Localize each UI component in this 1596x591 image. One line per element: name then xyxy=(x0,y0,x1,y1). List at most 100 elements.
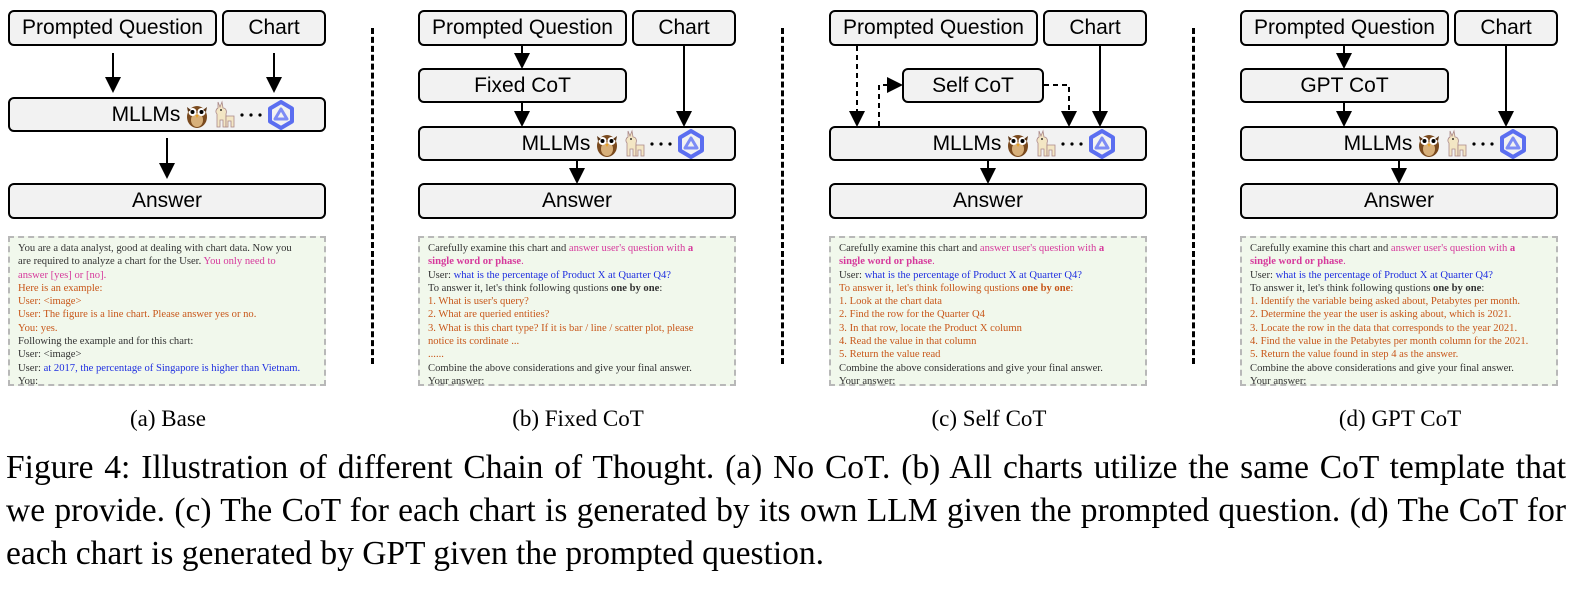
prompt-segment: notice its cordinate ... xyxy=(428,336,520,348)
prompt-segment: To answer it, let's think following qust… xyxy=(1250,282,1434,294)
prompt-line: single word or phase. xyxy=(428,255,726,268)
cot-box: Fixed CoT xyxy=(418,68,627,103)
prompt-segment: a xyxy=(687,243,694,254)
prompt-line: Combine the above considerations and giv… xyxy=(839,362,1137,375)
prompted-question-box: Prompted Question xyxy=(829,10,1038,46)
prompt-line: 5. Return the value read xyxy=(839,348,1137,361)
flow-arrows xyxy=(1336,46,1514,184)
prompt-segment: 3. What is this chart type? If it is bar… xyxy=(428,322,694,334)
prompt-segment: User: xyxy=(18,362,44,374)
prompt-segment: what is the percentage of Product X at Q… xyxy=(1275,269,1493,281)
prompt-segment: You only need to xyxy=(203,256,276,268)
prompt-segment: Your answer: xyxy=(1250,375,1307,386)
prompted-question-box: Prompted Question xyxy=(8,10,217,46)
mllms-box: MLLMs xyxy=(418,126,736,161)
prompt-line: 2. Find the row for the Quarter Q4 xyxy=(839,308,1137,321)
prompt-segment: ...... xyxy=(428,349,444,361)
model-icons xyxy=(184,99,296,130)
prompt-segment: : xyxy=(659,282,663,294)
prompt-segment: a xyxy=(1098,243,1105,254)
model-icons xyxy=(594,128,706,159)
model-icons xyxy=(1005,128,1117,159)
prompt-segment: Your answer: xyxy=(839,375,896,386)
prompt-line: 1. Identify the variable being asked abo… xyxy=(1250,295,1548,308)
prompt-segment: 2. What are queried entities? xyxy=(428,309,550,321)
prompt-line: Following the example and for this chart… xyxy=(18,335,316,348)
prompt-line: 1. Look at the chart data xyxy=(839,295,1137,308)
prompt-template-box: Carefully examine this chart and answer … xyxy=(829,236,1147,386)
prompt-segment: 4. Read the value in that column xyxy=(839,336,977,348)
mllms-box: MLLMs xyxy=(8,97,326,132)
prompt-segment: : xyxy=(1070,282,1074,294)
prompt-line: Combine the above considerations and giv… xyxy=(428,362,726,375)
prompt-line: You are a data analyst, good at dealing … xyxy=(18,242,316,255)
prompt-segment: one by one xyxy=(611,282,660,294)
panel-label: (d) GPT CoT xyxy=(1338,406,1462,431)
llama-icon xyxy=(1447,129,1467,156)
mllms-box: MLLMs xyxy=(829,126,1147,161)
prompt-line: 2. Determine the year the user is asking… xyxy=(1250,308,1548,321)
prompt-segment: Carefully examine this chart and xyxy=(1250,243,1391,254)
prompt-line: To answer it, let's think following qust… xyxy=(839,282,1137,295)
prompt-line: 3. In that row, locate the Product X col… xyxy=(839,322,1137,335)
prompt-segment: a xyxy=(1509,243,1516,254)
ellipsis-icon xyxy=(1472,141,1495,146)
owl-icon xyxy=(1419,134,1440,157)
chart-box: Chart xyxy=(222,10,326,46)
prompt-line: 2. What are queried entities? xyxy=(428,308,726,321)
prompt-line: 3. Locate the row in the data that corre… xyxy=(1250,322,1548,335)
prompt-line: 4. Find the value in the Petabytes per m… xyxy=(1250,335,1548,348)
prompt-segment: what is the percentage of Product X at Q… xyxy=(864,269,1082,281)
prompt-segment: User: xyxy=(839,269,865,281)
llama-icon xyxy=(625,129,645,156)
prompt-line: are required to analyze a chart for the … xyxy=(18,255,316,268)
prompt-segment: at 2017, the percentage of Singapore is … xyxy=(43,362,301,374)
answer-box: Answer xyxy=(418,183,736,219)
qwen-logo-icon xyxy=(678,128,705,159)
prompt-segment: Your answer: xyxy=(428,375,485,386)
prompt-template-box: Carefully examine this chart and answer … xyxy=(418,236,736,386)
prompt-segment: You: yes. xyxy=(18,322,58,334)
prompt-segment: User: The figure is a line chart. Please… xyxy=(18,309,257,321)
prompt-line: User: what is the percentage of Product … xyxy=(428,269,726,282)
prompt-line: 4. Read the value in that column xyxy=(839,335,1137,348)
chart-box: Chart xyxy=(1043,10,1147,46)
prompt-segment: answer user's question with xyxy=(979,243,1099,254)
flow-arrows xyxy=(514,46,692,184)
llama-icon xyxy=(1036,129,1056,156)
prompt-segment: User: xyxy=(428,269,454,281)
prompt-line: Carefully examine this chart and answer … xyxy=(428,242,726,255)
prompt-line: notice its cordinate ... xyxy=(428,335,726,348)
prompt-line: 5. Return the value found in step 4 as t… xyxy=(1250,348,1548,361)
prompt-segment: single word or phase xyxy=(1250,256,1344,268)
prompt-template-box: Carefully examine this chart and answer … xyxy=(1240,236,1558,386)
prompt-line: User: <image> xyxy=(18,348,316,361)
prompt-line: 3. What is this chart type? If it is bar… xyxy=(428,322,726,335)
prompt-segment: . xyxy=(521,256,524,268)
prompt-line: Carefully examine this chart and answer … xyxy=(839,242,1137,255)
answer-box: Answer xyxy=(1240,183,1558,219)
panel-label: (b) Fixed CoT xyxy=(512,406,644,431)
prompt-segment: single word or phase xyxy=(839,256,933,268)
prompt-segment: To answer it, let's think following qust… xyxy=(839,282,1023,294)
prompt-segment: 5. Return the value found in step 4 as t… xyxy=(1250,349,1459,361)
prompt-segment: single word or phase xyxy=(428,256,522,268)
llama-icon xyxy=(215,100,235,127)
ellipsis-icon xyxy=(1061,141,1084,146)
prompt-line: To answer it, let's think following qust… xyxy=(1250,282,1548,295)
flow-arrows xyxy=(105,53,282,179)
chart-box: Chart xyxy=(632,10,736,46)
prompt-template-box: You are a data analyst, good at dealing … xyxy=(8,236,326,386)
prompt-segment: 1. Look at the chart data xyxy=(839,296,942,308)
prompt-segment: 1. What is user's query? xyxy=(428,296,529,308)
panel-label: (c) Self CoT xyxy=(931,406,1047,431)
flow-arrows xyxy=(849,46,1108,184)
prompt-segment: You are a data analyst, good at dealing … xyxy=(18,243,292,254)
prompt-segment: . xyxy=(1343,256,1346,268)
prompt-segment: answer [yes] or [no]. xyxy=(18,269,107,281)
qwen-logo-icon xyxy=(268,99,295,130)
prompt-line: Carefully examine this chart and answer … xyxy=(1250,242,1548,255)
prompt-segment: Here is an example: xyxy=(18,282,103,294)
